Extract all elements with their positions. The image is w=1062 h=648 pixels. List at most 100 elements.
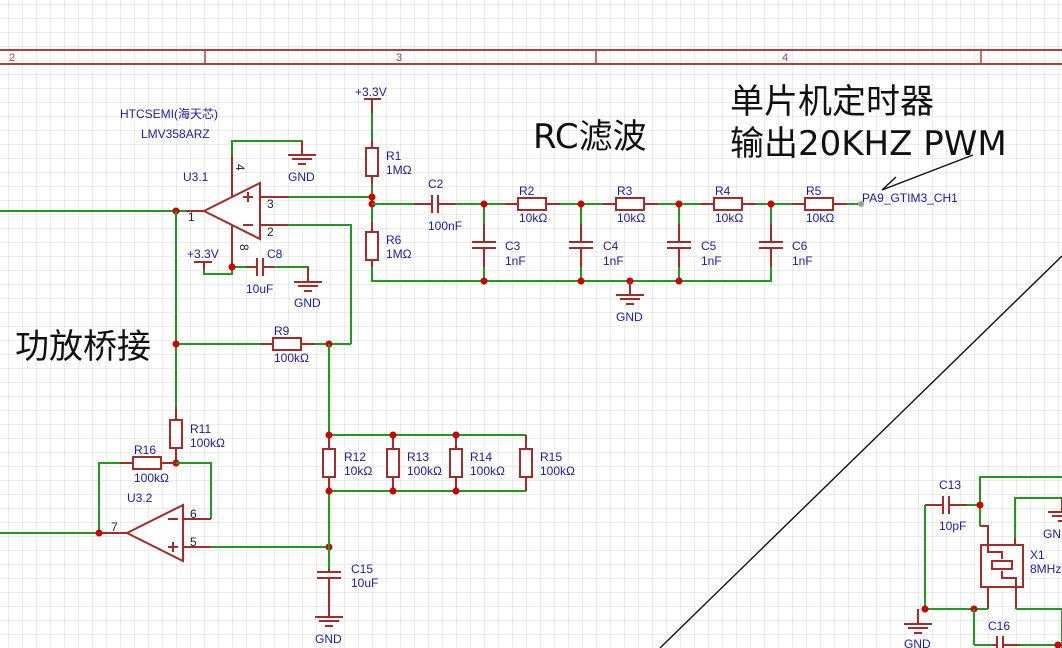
r11-value: 100kΩ bbox=[190, 436, 225, 450]
junction bbox=[976, 501, 984, 509]
c8-ref: C8 bbox=[267, 247, 283, 261]
gnd-symbol[interactable] bbox=[315, 616, 343, 627]
opamp-u3-2[interactable] bbox=[99, 503, 211, 563]
wire[interactable] bbox=[176, 462, 212, 519]
resistor-r2[interactable] bbox=[505, 197, 560, 211]
vcc-label: +3.3V bbox=[187, 247, 219, 261]
c2-ref: C2 bbox=[428, 177, 444, 191]
resistor-r11[interactable] bbox=[169, 407, 183, 463]
r14-ref: R14 bbox=[470, 450, 492, 464]
capacitor-c8[interactable] bbox=[246, 258, 274, 276]
junction bbox=[1054, 641, 1062, 648]
diagonal-line[interactable] bbox=[659, 255, 1062, 648]
gnd-label: GND bbox=[288, 170, 315, 184]
junction bbox=[368, 193, 376, 201]
opamp-u32-body bbox=[124, 503, 184, 563]
wire[interactable] bbox=[1016, 608, 1062, 648]
opamp-u3-1[interactable] bbox=[186, 155, 288, 267]
crystal-x1[interactable] bbox=[980, 525, 1024, 609]
gnd-label: GND bbox=[904, 637, 931, 648]
zone-label-4: 4 bbox=[782, 52, 788, 64]
r16-value: 100kΩ bbox=[134, 471, 169, 485]
c4-ref: C4 bbox=[603, 239, 619, 253]
annotation-arrow[interactable] bbox=[881, 154, 974, 191]
u31-designator: U3.1 bbox=[183, 170, 209, 184]
c3-ref: C3 bbox=[505, 239, 521, 253]
capacitor-c16[interactable] bbox=[974, 636, 1062, 648]
wire-gnd-bus[interactable] bbox=[371, 267, 772, 282]
r3-ref: R3 bbox=[617, 184, 633, 198]
r1-ref: R1 bbox=[386, 149, 402, 163]
net-label-pa9[interactable]: PA9_GTIM3_CH1 bbox=[862, 191, 958, 205]
gnd-symbol[interactable] bbox=[904, 609, 932, 634]
wire[interactable] bbox=[98, 462, 120, 533]
c13-ref: C13 bbox=[939, 478, 961, 492]
resistor-r4[interactable] bbox=[700, 197, 756, 211]
capacitor-c3[interactable] bbox=[472, 204, 496, 281]
gnd-label: GND bbox=[294, 296, 321, 310]
r6-value: 1MΩ bbox=[386, 247, 412, 261]
r6-ref: R6 bbox=[386, 233, 402, 247]
x1-value: 8MHz bbox=[1030, 562, 1061, 576]
r9-ref: R9 bbox=[274, 324, 290, 338]
resistor-r3[interactable] bbox=[603, 197, 658, 211]
r2-value: 10kΩ bbox=[519, 211, 547, 225]
vcc-symbol[interactable] bbox=[364, 98, 381, 113]
gnd-symbol[interactable] bbox=[1048, 498, 1062, 522]
capacitor-c5[interactable] bbox=[667, 204, 691, 281]
capacitor-c2[interactable] bbox=[414, 195, 456, 213]
c2-value: 100nF bbox=[428, 219, 462, 233]
resistor-r1[interactable] bbox=[365, 140, 379, 184]
capacitor-c15[interactable] bbox=[317, 569, 341, 617]
r15-ref: R15 bbox=[540, 450, 562, 464]
junction bbox=[452, 431, 460, 439]
r5-value: 10kΩ bbox=[806, 211, 834, 225]
wire[interactable] bbox=[1014, 497, 1062, 545]
resistor-r5[interactable] bbox=[792, 197, 847, 211]
net-port[interactable] bbox=[858, 201, 864, 207]
c15-ref: C15 bbox=[351, 562, 373, 576]
c13-value: 10pF bbox=[939, 519, 966, 533]
r5-ref: R5 bbox=[806, 184, 822, 198]
vcc-label: +3.3V bbox=[355, 85, 387, 99]
resistor-r15[interactable] bbox=[519, 435, 533, 491]
annotation-rc-filter[interactable]: RC滤波 bbox=[533, 117, 647, 157]
resistor-r12[interactable] bbox=[322, 435, 336, 491]
vcc-symbol[interactable] bbox=[194, 261, 212, 270]
wire[interactable] bbox=[288, 224, 352, 344]
junction bbox=[675, 200, 683, 208]
wire[interactable] bbox=[274, 266, 309, 274]
wire[interactable] bbox=[203, 267, 233, 275]
junction bbox=[452, 487, 460, 495]
annotation-pwm-output[interactable]: 输出20KHZ PWM bbox=[730, 124, 1007, 164]
x1-ref: X1 bbox=[1030, 548, 1045, 562]
resistor-r16[interactable] bbox=[120, 456, 176, 470]
u31-manufacturer: HTCSEMI(海天芯) bbox=[120, 106, 218, 121]
junction bbox=[767, 200, 775, 208]
annotation-bridge-amp[interactable]: 功放桥接 bbox=[15, 327, 151, 367]
resistor-r13[interactable] bbox=[386, 435, 400, 491]
wire[interactable] bbox=[231, 140, 303, 155]
resistor-r9[interactable] bbox=[260, 337, 315, 351]
c16-ref: C16 bbox=[988, 619, 1010, 633]
gnd-symbol[interactable] bbox=[288, 141, 316, 165]
r3-value: 10kΩ bbox=[617, 211, 645, 225]
gnd-symbol[interactable] bbox=[616, 281, 644, 305]
r15-value: 100kΩ bbox=[540, 464, 575, 478]
resistor-r14[interactable] bbox=[449, 435, 463, 491]
gnd-symbol[interactable] bbox=[294, 267, 322, 292]
zone-label-3: 3 bbox=[396, 52, 402, 64]
gnd-label: GND bbox=[616, 310, 643, 324]
c6-value: 1nF bbox=[792, 254, 813, 268]
capacitor-c6[interactable] bbox=[759, 204, 783, 267]
r4-value: 10kΩ bbox=[715, 211, 743, 225]
wire[interactable] bbox=[979, 476, 1062, 526]
r11-ref: R11 bbox=[190, 422, 211, 436]
capacitor-c13[interactable] bbox=[925, 496, 967, 514]
r14-value: 100kΩ bbox=[470, 464, 505, 478]
capacitor-c4[interactable] bbox=[569, 204, 593, 281]
resistor-r6[interactable] bbox=[365, 222, 379, 267]
annotation-mcu-timer[interactable]: 单片机定时器 bbox=[730, 82, 934, 122]
c5-ref: C5 bbox=[701, 239, 717, 253]
